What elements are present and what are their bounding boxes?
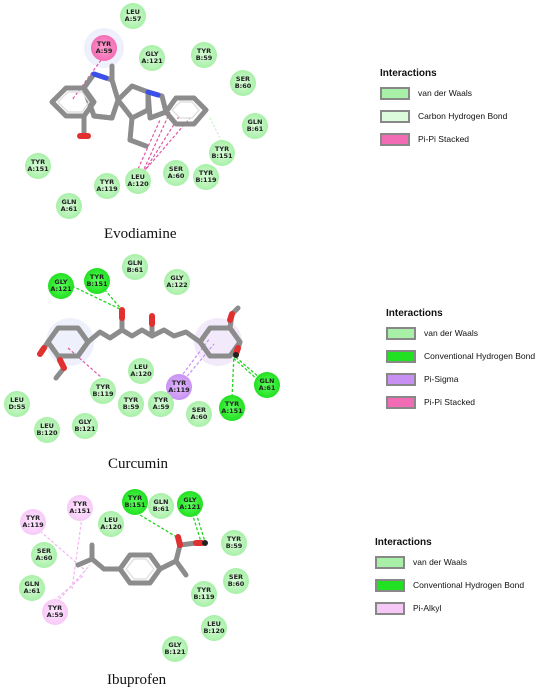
legend-ibuprofen: Interactions van der Waals Conventional …: [375, 537, 524, 623]
legend-swatch: [386, 349, 416, 363]
ibuprofen-bonds: [75, 540, 199, 586]
legend-swatch: [375, 578, 405, 592]
caption-evodiamine: Evodiamine: [104, 226, 177, 242]
legend-item-vdw: van der Waals: [386, 325, 535, 341]
legend-item-pi-sigma: Pi-Sigma: [386, 371, 535, 387]
evodiamine-ring-inner: [57, 91, 200, 119]
pi-sigma-lines: [179, 337, 215, 381]
pi-stacked-lines: [67, 347, 103, 379]
legend-title: Interactions: [386, 308, 443, 319]
legend-swatch: [380, 86, 410, 100]
ibuprofen-oxygens: [175, 534, 205, 548]
hbond-lines: [139, 512, 207, 546]
legend-title: Interactions: [375, 537, 432, 548]
legend-title: Interactions: [380, 68, 437, 79]
legend-swatch: [386, 326, 416, 340]
legend-item-hbond: Conventional Hydrogen Bond: [386, 348, 535, 364]
caption-ibuprofen: Ibuprofen: [107, 672, 167, 688]
legend-item-vdw: van der Waals: [375, 554, 524, 570]
legend-item-carbon-hbond: Carbon Hydrogen Bond: [380, 108, 507, 124]
legend-swatch: [375, 601, 405, 615]
legend-item-hbond: Conventional Hydrogen Bond: [375, 577, 524, 593]
legend-evodiamine: Interactions van der Waals Carbon Hydrog…: [380, 68, 507, 154]
legend-swatch: [375, 555, 405, 569]
caption-curcumin: Curcumin: [108, 456, 168, 472]
legend-swatch: [380, 109, 410, 123]
evodiamine-structure: [49, 28, 227, 179]
evodiamine-n2: [145, 89, 161, 98]
legend-item-pi-alkyl: Pi-Alkyl: [375, 600, 524, 616]
legend-curcumin: Interactions van der Waals Conventional …: [386, 308, 535, 417]
legend-item-pi-stacked: Pi-Pi Stacked: [386, 394, 535, 410]
legend-swatch: [380, 132, 410, 146]
ibuprofen-ring-inner: [125, 558, 155, 580]
evodiamine-n1: [91, 71, 109, 81]
legend-swatch: [386, 372, 416, 386]
legend-swatch: [386, 395, 416, 409]
curcumin-structure: [37, 281, 261, 399]
evodiamine-bonds: [49, 63, 209, 149]
legend-item-pi-stacked: Pi-Pi Stacked: [380, 131, 507, 147]
curcumin-h-atom: [233, 352, 239, 358]
legend-item-vdw: van der Waals: [380, 85, 507, 101]
ibuprofen-h-atom: [202, 540, 208, 546]
hbond-lines: [71, 281, 261, 399]
ibuprofen-structure: [39, 512, 208, 604]
